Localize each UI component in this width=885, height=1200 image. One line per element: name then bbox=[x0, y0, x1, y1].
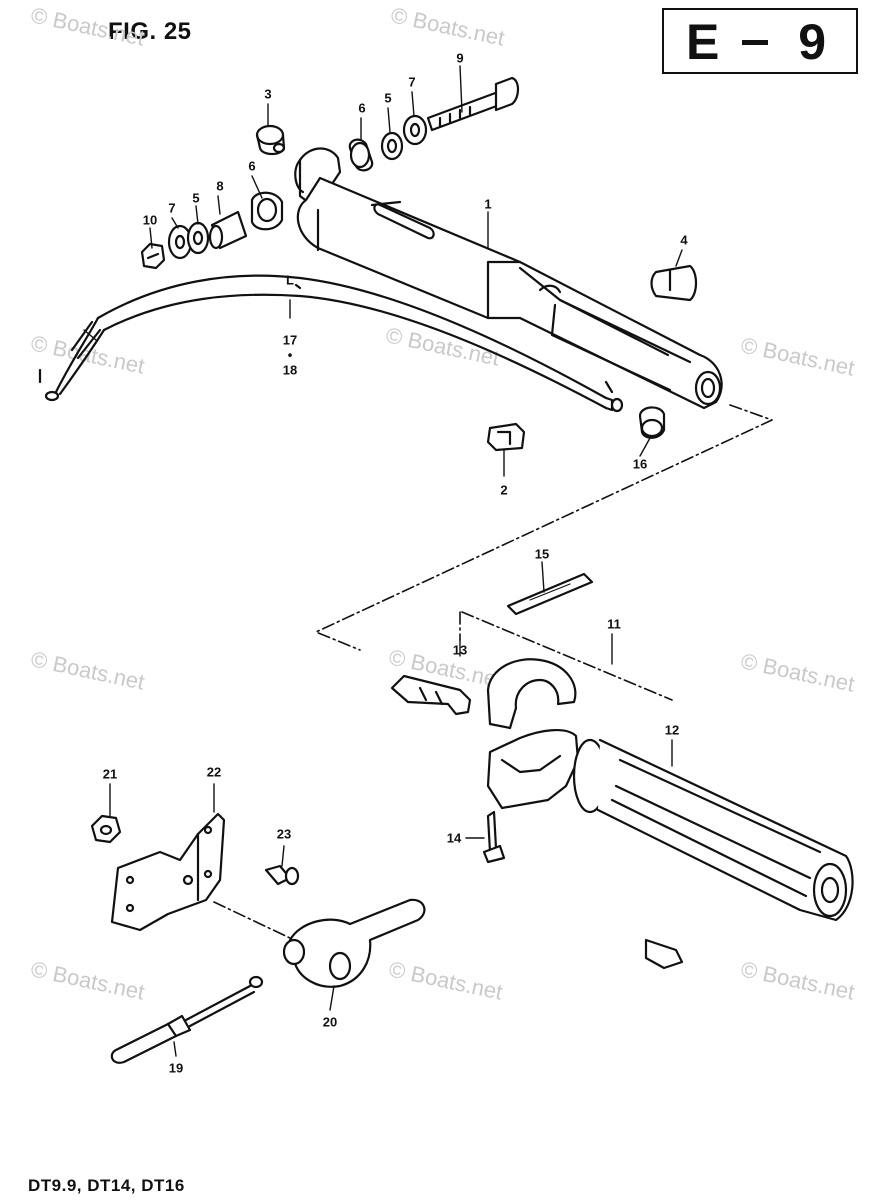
nut-part-21 bbox=[90, 814, 122, 844]
callout-10: 10 bbox=[142, 212, 158, 228]
section-code-number: 9 bbox=[798, 14, 826, 70]
bushing-part-16 bbox=[638, 406, 666, 439]
throttle-grip-part-11 bbox=[486, 658, 580, 810]
callout-2: 2 bbox=[500, 482, 508, 498]
screw-part-23 bbox=[264, 864, 300, 886]
bolt-part-9 bbox=[426, 76, 520, 132]
callout-length-L: L bbox=[286, 272, 294, 288]
washer-stack-left bbox=[140, 191, 284, 270]
bracket-part-22 bbox=[110, 812, 226, 932]
washer-stack-right bbox=[348, 114, 428, 172]
models-caption: DT9.9, DT14, DT16 bbox=[28, 1176, 185, 1195]
section-code-dash bbox=[742, 40, 768, 45]
assembly-guide-lines bbox=[213, 404, 773, 939]
figure-title: FIG. 25 bbox=[108, 18, 192, 45]
leader-lines bbox=[83, 65, 683, 1057]
callout-21: 21 bbox=[102, 766, 118, 782]
callout-4: 4 bbox=[680, 232, 688, 248]
callout-13: 13 bbox=[452, 642, 468, 658]
cable-part-19 bbox=[110, 975, 264, 1064]
callout-20: 20 bbox=[322, 1014, 338, 1030]
callout-3: 3 bbox=[264, 86, 272, 102]
front-arrow-tag bbox=[644, 938, 684, 970]
callout-7: 7 bbox=[408, 74, 416, 90]
callout-5: 5 bbox=[384, 90, 392, 106]
callout-18: 18 bbox=[282, 362, 298, 378]
screw-part-14 bbox=[482, 810, 506, 864]
throttle-cable-part-17 bbox=[38, 274, 624, 413]
callout-23: 23 bbox=[276, 826, 292, 842]
callout-16: 16 bbox=[632, 456, 648, 472]
callout-5: 5 bbox=[192, 190, 200, 206]
callout-12: 12 bbox=[664, 722, 680, 738]
callout-22: 22 bbox=[206, 764, 222, 780]
section-code-letter: E bbox=[686, 14, 720, 70]
callout-15: 15 bbox=[534, 546, 550, 562]
bushing-part-3 bbox=[255, 124, 286, 156]
callout-8: 8 bbox=[216, 178, 224, 194]
grip-part-12 bbox=[572, 738, 854, 922]
callout-9: 9 bbox=[456, 50, 464, 66]
tiller-handle-part-1 bbox=[294, 147, 723, 410]
clip-part-2 bbox=[486, 422, 526, 452]
callout-14: 14 bbox=[446, 830, 462, 846]
section-code-box: E 9 bbox=[662, 8, 858, 74]
lever-part-20 bbox=[282, 898, 426, 988]
callout-6: 6 bbox=[358, 100, 366, 116]
callout-17: 17 bbox=[282, 332, 298, 348]
stopper-part-13 bbox=[390, 674, 472, 716]
callout-7: 7 bbox=[168, 200, 176, 216]
clip-part-4 bbox=[650, 264, 698, 302]
label-plate-part-15 bbox=[506, 572, 594, 616]
callout-dot: • bbox=[287, 347, 293, 363]
callout-11: 11 bbox=[607, 616, 621, 632]
callout-6: 6 bbox=[248, 158, 256, 174]
callout-1: 1 bbox=[484, 196, 492, 212]
callout-19: 19 bbox=[168, 1060, 184, 1076]
